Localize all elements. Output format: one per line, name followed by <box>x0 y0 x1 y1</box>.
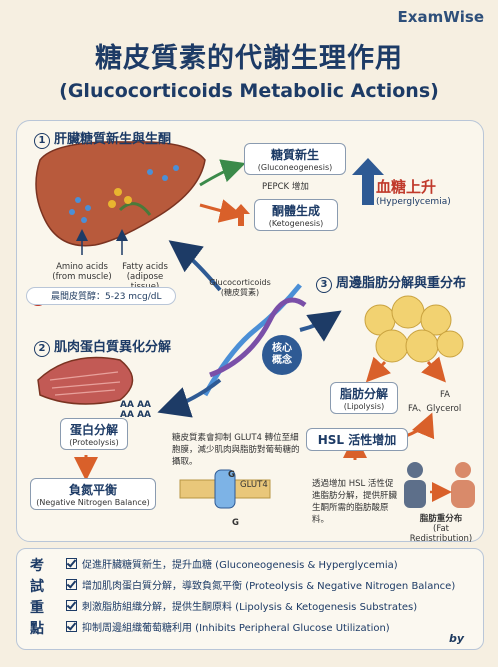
hyperglycemia-en: (Hyperglycemia) <box>376 197 451 207</box>
checkbox-icon <box>66 600 77 611</box>
glut4-label: GLUT4 <box>240 480 268 490</box>
checkbox-icon <box>66 621 77 632</box>
exam-point-2: 增加肌肉蛋白質分解，導致負氮平衡 (Proteolysis & Negative… <box>66 577 455 598</box>
nitrogen-balance-box: 負氮平衡(Negative Nitrogen Balance) <box>30 478 156 510</box>
glucose-mark-top: G <box>228 470 235 480</box>
core-concept-badge <box>262 335 302 375</box>
lipolysis-box: 脂肪分解(Lipolysis) <box>330 382 398 414</box>
proteolysis-box: 蛋白分解(Proteolysis) <box>60 418 128 450</box>
checkbox-icon <box>66 558 77 569</box>
hyperglycemia-label: 血糖上升 <box>376 178 437 196</box>
checkbox-icon <box>66 579 77 590</box>
exam-points-panel <box>16 548 484 650</box>
glut4-note: 糖皮質素會抑制 GLUT4 轉位至細胞膜，減少肌肉與脂肪對葡萄糖的攝取。 <box>172 433 300 467</box>
page-title: 糖皮質素的代謝生理作用 <box>95 43 403 74</box>
muscle-illustration <box>37 356 134 405</box>
pepck-note: PEPCK 增加 <box>262 182 309 192</box>
hsl-box: HSL 活性增加 <box>306 428 408 451</box>
glucose-mark-bottom: G <box>232 518 239 528</box>
fa-glycerol-label: FA、Glycerol <box>408 404 462 414</box>
exam-points-list: 促進肝臟糖質新生，提升血糖 (Gluconeogenesis & Hypergl… <box>66 556 455 640</box>
hsl-note: 透過增加 HSL 活性促進脂肪分解，提供肝臟生酮所需的脂肪酸原料。 <box>312 479 398 525</box>
ketogenesis-box: 酮體生成(Ketogenesis) <box>254 199 338 231</box>
adipose-cells <box>364 295 464 363</box>
fat-redistribution-label: 脂肪重分布(Fat Redistribution) <box>409 514 473 544</box>
page-subtitle: (Glucocorticoids Metabolic Actions) <box>59 80 439 102</box>
glucocorticoid-label: Glucocorticoids(糖皮質素) <box>209 278 271 297</box>
brand-logo: ExamWise <box>397 8 484 26</box>
exam-point-3: 刺激脂肪組織分解，提供生酮原料 (Lipolysis & Ketogenesis… <box>66 598 455 619</box>
fa-label: FA <box>440 390 450 400</box>
signature: by <box>448 632 464 645</box>
exam-point-4: 抑制周邊組織葡萄糖利用 (Inhibits Peripheral Glucose… <box>66 619 455 640</box>
amino-label: Amino acids(from muscle) <box>52 262 112 282</box>
cortisol-range: 晨間皮質醇：5-23 mcg/dL <box>26 287 176 305</box>
core-concept-label: 核心概念 <box>272 343 292 366</box>
exam-points-label: 考試重點 <box>30 558 44 637</box>
gluconeogenesis-box: 糖質新生(Gluconeogenesis) <box>244 143 346 175</box>
exam-point-1: 促進肝臟糖質新生，提升血糖 (Gluconeogenesis & Hypergl… <box>66 556 455 577</box>
